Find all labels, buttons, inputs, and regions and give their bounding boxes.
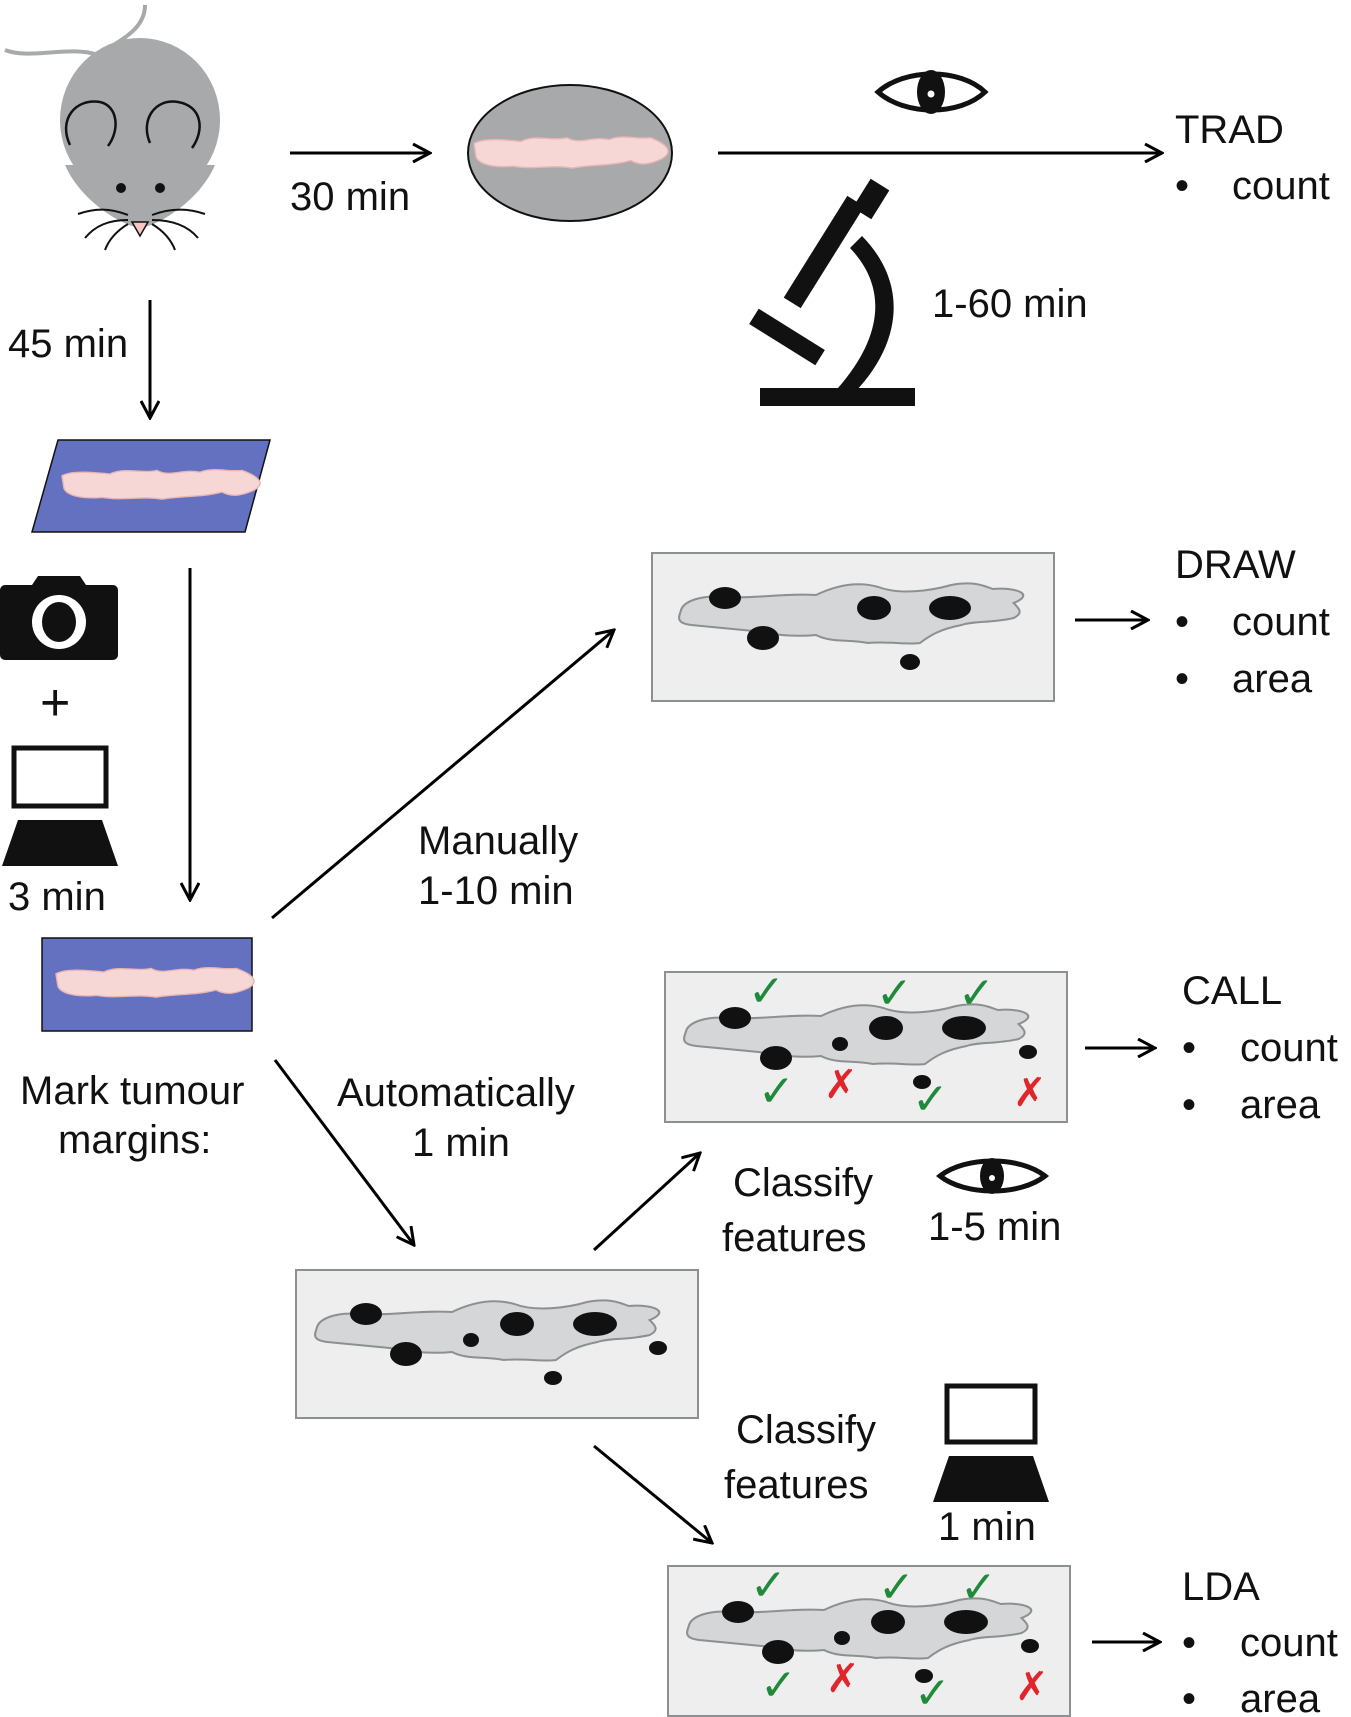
bullet: •	[1182, 1083, 1196, 1127]
bullet: •	[1175, 164, 1189, 208]
cross-icon: ✗	[824, 1063, 858, 1107]
cross-icon: ✗	[1013, 1071, 1047, 1115]
microscope-icon	[749, 178, 915, 406]
method-name-lda: LDA	[1182, 1565, 1260, 1609]
cross-icon: ✗	[1015, 1665, 1049, 1709]
plus-sign: +	[40, 674, 70, 732]
mark-margins-label-line2: margins:	[58, 1118, 211, 1162]
arrow-auto-to-call	[592, 1153, 700, 1252]
lda-metric-count: count	[1240, 1621, 1338, 1665]
camera-icon	[0, 576, 118, 660]
slide-image-marked	[41, 937, 255, 1032]
bullet: •	[1182, 1026, 1196, 1070]
draw-metric-count: count	[1232, 600, 1330, 644]
manual-label-line2: 1-10 min	[418, 869, 574, 913]
checkmark-icon: ✓	[758, 1067, 795, 1116]
arrow-manual	[271, 630, 614, 920]
classify-computer-line2: features	[724, 1463, 869, 1507]
bullet: •	[1175, 600, 1189, 644]
call-metric-count: count	[1240, 1026, 1338, 1070]
classify-eye-line2: features	[722, 1216, 867, 1260]
classify-eye-line1: Classify	[733, 1161, 873, 1205]
method-name-trad: TRAD	[1175, 108, 1284, 152]
auto-label-line2: 1 min	[412, 1121, 510, 1165]
checkmark-icon: ✓	[960, 1563, 997, 1612]
cross-icon: ✗	[826, 1657, 860, 1701]
call-metric-area: area	[1240, 1083, 1321, 1127]
lda-metric-area: area	[1240, 1677, 1321, 1717]
mouse-to-slide-time: 45 min	[8, 322, 128, 366]
mouse-icon	[4, 4, 220, 251]
classify-eye-time: 1-5 min	[928, 1205, 1061, 1249]
checkmark-icon: ✓	[914, 1669, 951, 1717]
eye-icon	[874, 70, 989, 114]
arrow-auto-to-lda	[593, 1444, 712, 1543]
classify-computer-time: 1 min	[938, 1505, 1036, 1549]
slide-image	[31, 439, 271, 533]
arrow-automatic	[273, 1059, 414, 1245]
mouse-to-dish-time: 30 min	[290, 175, 410, 219]
auto-detected-panel	[295, 1269, 699, 1419]
manual-label-line1: Manually	[418, 819, 578, 863]
bullet: •	[1182, 1677, 1196, 1717]
draw-metric-area: area	[1232, 657, 1313, 701]
bullet: •	[1175, 657, 1189, 701]
imaging-time: 3 min	[8, 875, 106, 919]
method-name-draw: DRAW	[1175, 543, 1296, 587]
checkmark-icon: ✓	[748, 967, 785, 1016]
mark-margins-label-line1: Mark tumour	[20, 1069, 245, 1113]
microscope-time: 1-60 min	[932, 282, 1088, 326]
checkmark-icon: ✓	[760, 1661, 797, 1710]
checkmark-icon: ✓	[750, 1561, 787, 1610]
checkmark-icon: ✓	[912, 1075, 949, 1124]
draw-panel	[651, 552, 1055, 702]
petri-dish-icon	[467, 84, 673, 222]
checkmark-icon: ✓	[958, 969, 995, 1018]
laptop-icon	[933, 1383, 1049, 1502]
lda-panel: ✓ ✓ ✓ ✓ ✓ ✗ ✗	[667, 1561, 1071, 1717]
laptop-icon	[2, 745, 118, 866]
auto-label-line1: Automatically	[337, 1071, 575, 1115]
checkmark-icon: ✓	[878, 1563, 915, 1612]
eye-icon	[935, 1158, 1050, 1194]
trad-metric-count: count	[1232, 164, 1330, 208]
classify-computer-line1: Classify	[736, 1408, 876, 1452]
checkmark-icon: ✓	[876, 969, 913, 1018]
call-panel: ✓ ✓ ✓ ✓ ✓ ✗ ✗	[664, 967, 1068, 1124]
bullet: •	[1182, 1621, 1196, 1665]
method-name-call: CALL	[1182, 969, 1282, 1013]
